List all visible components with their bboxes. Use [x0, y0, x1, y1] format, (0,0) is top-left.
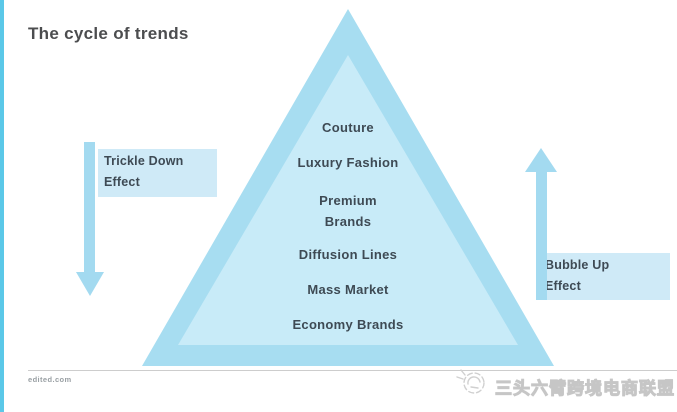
bubble-up-arrow-shaft — [536, 171, 547, 300]
pyramid-level-premium-brands: Premium Brands — [319, 193, 377, 229]
arrow-down-icon — [76, 272, 104, 296]
pyramid-level-diffusion-lines: Diffusion Lines — [298, 247, 398, 262]
page-title: The cycle of trends — [28, 24, 189, 43]
watermark: 三头六臂跨境电商联盟 — [454, 366, 675, 403]
watermark-text: 三头六臂跨境电商联盟 — [495, 379, 675, 399]
arrow-up-icon — [525, 148, 557, 172]
trickle-down-label: Trickle Down Effect — [98, 149, 217, 197]
pyramid-level-couture: Couture — [322, 120, 374, 135]
pyramid-level-luxury-fashion: Luxury Fashion — [297, 155, 399, 170]
trickle-down-arrow-shaft — [84, 142, 95, 273]
bubble-up-label: Bubble Up Effect — [536, 253, 670, 300]
accent-bar — [0, 0, 4, 412]
footer-divider — [28, 370, 677, 371]
source-credit: edited.com — [28, 375, 72, 384]
watermark-logo-icon — [454, 366, 490, 403]
pyramid-level-economy-brands: Economy Brands — [292, 317, 404, 332]
pyramid-level-mass-market: Mass Market — [307, 282, 389, 297]
